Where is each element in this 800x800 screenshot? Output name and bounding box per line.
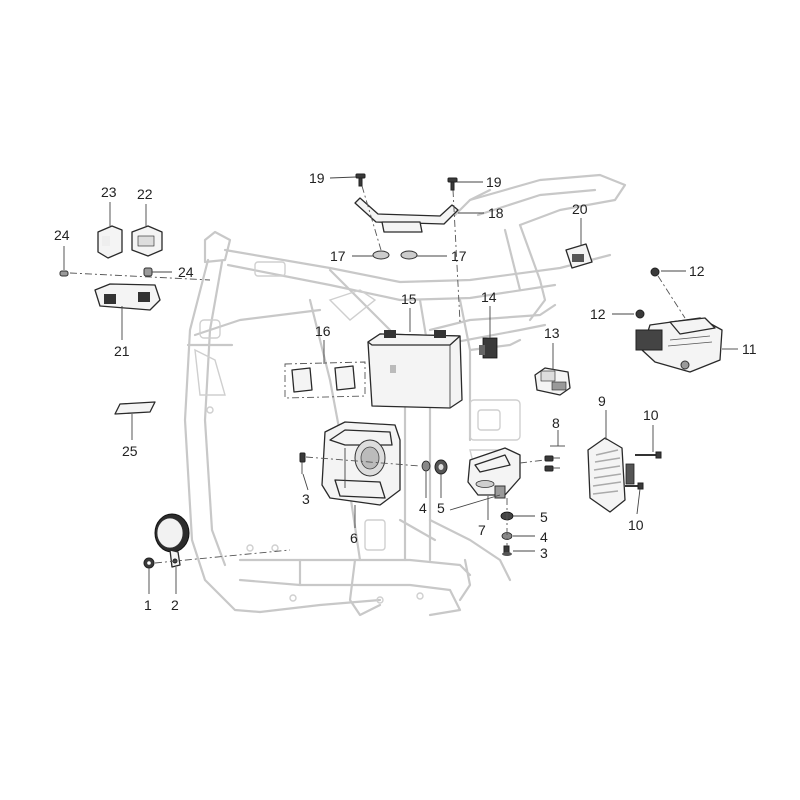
callout-19: 19	[486, 174, 502, 190]
horn	[154, 513, 190, 568]
callout-12: 12	[590, 306, 606, 322]
collar-upper	[421, 460, 431, 472]
callout-numbers: 1 2 3 3 4 4 5 5 6 7 8 9 10 10 11 12 12 1…	[54, 170, 757, 613]
leader-lines	[63, 176, 738, 594]
horn-bolt	[143, 557, 155, 569]
strap-screw-right	[447, 177, 458, 191]
callout-5: 5	[437, 500, 445, 516]
voltage-regulator	[587, 437, 635, 513]
callout-17: 17	[451, 248, 467, 264]
strap-screw-left	[355, 173, 366, 187]
ecu-unit	[635, 317, 723, 373]
callout-20: 20	[572, 201, 588, 217]
battery-strap-bracket	[354, 197, 459, 233]
relay-bracket	[94, 283, 161, 311]
battery-strap-pad-left	[372, 250, 390, 260]
rubber-grommet-upper	[434, 459, 448, 475]
ecu-screw-side	[635, 309, 645, 319]
battery-pads	[284, 361, 366, 399]
regulator-long-bolt-lower	[625, 482, 644, 490]
callout-22: 22	[137, 186, 153, 202]
rubber-sheet	[114, 401, 156, 415]
callout-8: 8	[552, 415, 560, 431]
regulator-bracket	[467, 447, 521, 499]
starter-relay	[131, 225, 163, 257]
callout-10: 10	[628, 517, 644, 533]
callout-13: 13	[544, 325, 560, 341]
callout-9: 9	[598, 393, 606, 409]
regulator-bolts	[544, 455, 560, 472]
callout-10: 10	[643, 407, 659, 423]
callout-4: 4	[540, 529, 548, 545]
callout-6: 6	[350, 530, 358, 546]
callout-21: 21	[114, 343, 130, 359]
battery-strap-pad-right	[400, 250, 418, 260]
ecu-screw-top	[650, 267, 660, 277]
regulator-long-bolt-upper	[635, 451, 662, 459]
callout-11: 11	[742, 341, 757, 357]
callout-7: 7	[478, 522, 486, 538]
wiring-clip	[565, 243, 593, 269]
callout-24: 24	[54, 227, 70, 243]
bracket-bolt-lower	[502, 545, 512, 556]
battery-box	[321, 421, 401, 506]
callout-15: 15	[401, 291, 417, 307]
battery-box-bolt	[299, 452, 306, 474]
callout-25: 25	[122, 443, 138, 459]
callout-14: 14	[481, 289, 497, 305]
callout-2: 2	[171, 597, 179, 613]
flasher-connector	[479, 337, 498, 359]
callout-5: 5	[540, 509, 548, 525]
callout-16: 16	[315, 323, 331, 339]
callout-19: 19	[309, 170, 325, 186]
callout-1: 1	[144, 597, 152, 613]
callout-23: 23	[101, 184, 117, 200]
fuse-box	[97, 225, 123, 259]
callout-17: 17	[330, 248, 346, 264]
bracket-screw-right	[143, 267, 153, 277]
callout-4: 4	[419, 500, 427, 516]
callout-3: 3	[302, 491, 310, 507]
callout-18: 18	[488, 205, 504, 221]
relay	[534, 367, 571, 396]
callout-12: 12	[689, 263, 705, 279]
callout-3: 3	[540, 545, 548, 561]
callout-24: 24	[178, 264, 194, 280]
bracket-screw-left	[59, 270, 69, 277]
battery	[367, 330, 463, 409]
